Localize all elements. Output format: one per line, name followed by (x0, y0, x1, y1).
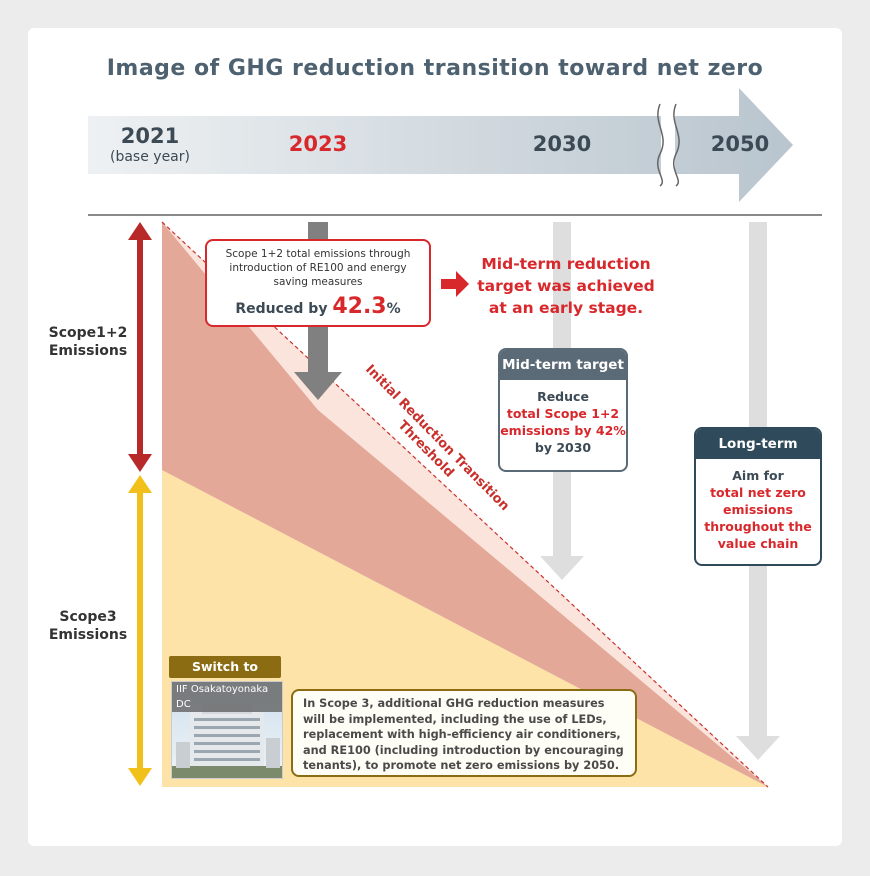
achieved-message: Mid-term reduction target was achieved a… (477, 255, 655, 317)
year-2021-sub: (base year) (110, 149, 190, 165)
scope12-arrow-shaft (137, 234, 143, 460)
arrow-2050-head (736, 736, 780, 760)
long-term-target-line1: Aim for (732, 468, 784, 483)
photo-caption: IIF Osakatoyonaka DC (172, 682, 282, 712)
callout-reduced-prefix: Reduced by (235, 301, 333, 317)
year-2030: 2030 (532, 132, 592, 156)
mid-term-target-line2: total Scope 1+2 emissions by 42% (500, 406, 626, 438)
long-term-target-box: Long-term target Aim for total net zero … (694, 427, 822, 566)
year-2050: 2050 (710, 132, 770, 156)
re100-badge: Switch to RE100 (169, 656, 281, 696)
timeline-break-line-left (657, 103, 664, 187)
long-term-target-header: Long-term target (696, 429, 820, 482)
scope3-arrow-shaft (137, 486, 143, 776)
red-right-arrow (441, 271, 469, 297)
mid-term-target-header: Mid-term target (500, 350, 626, 380)
reduction-callout: Scope 1+2 total emissions through introd… (205, 239, 431, 327)
year-2021: 2021 (120, 124, 180, 148)
scope3-arrow-head-bottom (128, 768, 152, 786)
scope3-label: Scope3 Emissions (48, 609, 128, 643)
timeline-break (661, 104, 675, 186)
timeline-arrow (88, 88, 793, 202)
long-term-target-body: Aim for total net zero emissions through… (696, 459, 820, 552)
scope12-arrow-head-bottom (128, 454, 152, 472)
callout-reduced-unit: % (386, 301, 401, 317)
mid-term-target-body: Reduce total Scope 1+2 emissions by 42% … (500, 380, 626, 456)
building-photo: IIF Osakatoyonaka DC (171, 681, 283, 779)
callout-reduced: Reduced by 42.3% (213, 294, 423, 319)
year-2023: 2023 (288, 132, 348, 156)
callout-description: Scope 1+2 total emissions through introd… (225, 248, 411, 288)
timeline-break-line-right (673, 103, 680, 187)
mid-term-target-line3: by 2030 (534, 440, 592, 455)
arrow-2023-head (294, 372, 342, 400)
mid-term-target-line1: Reduce (537, 389, 589, 404)
scope12-arrow-head-top (128, 222, 152, 240)
long-term-target-line2: total net zero emissions throughout the … (704, 485, 812, 551)
scope3-arrow-head-top (128, 475, 152, 493)
page-title: Image of GHG reduction transition toward… (106, 56, 764, 81)
callout-reduced-value: 42.3 (332, 294, 387, 319)
scope12-label: Scope1+2 Emissions (48, 325, 128, 359)
arrow-2030-head (540, 556, 584, 580)
threshold-line (161, 221, 769, 788)
mid-term-target-box: Mid-term target Reduce total Scope 1+2 e… (498, 348, 628, 472)
scope3-note: In Scope 3, additional GHG reduction mea… (291, 689, 637, 777)
